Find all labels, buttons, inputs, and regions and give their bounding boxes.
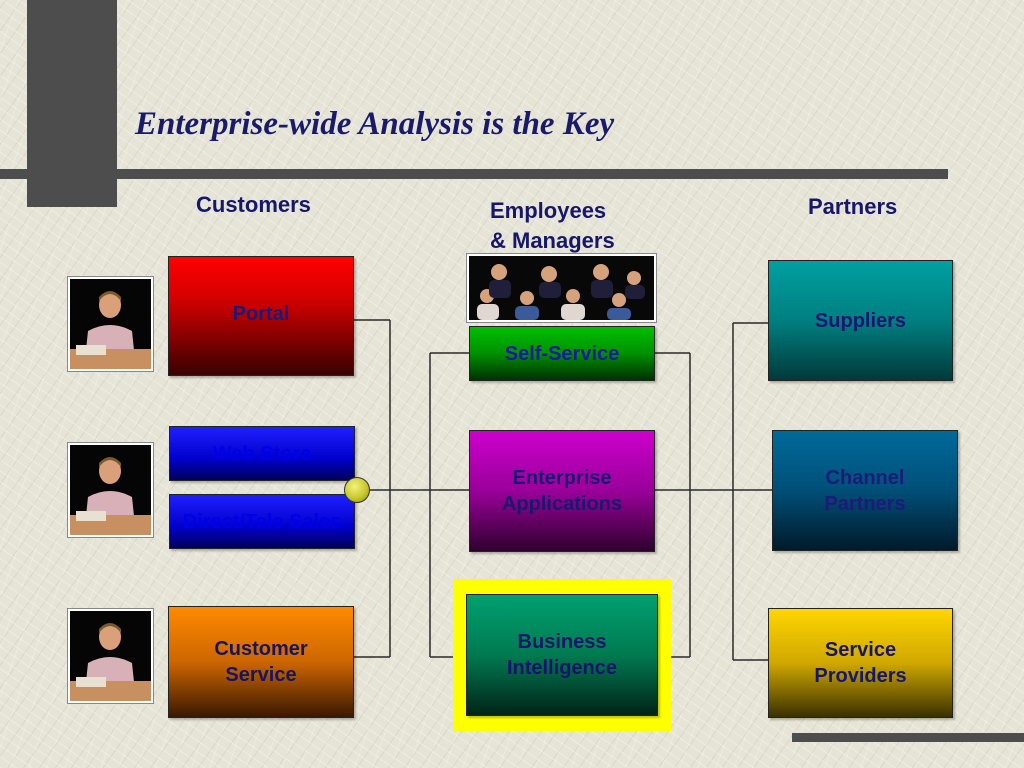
service-providers-line2: Providers [814,665,907,687]
column-heading-employees-line1: Employees [490,198,607,223]
enterprise-applications-label: Enterprise Applications [502,465,622,517]
customer-photo-3 [67,608,154,704]
service-providers-box: Service Providers [768,608,953,718]
business-intelligence-line1: Business [517,631,607,653]
employees-group-photo [466,253,657,323]
channel-partners-label: Channel Partners [824,465,905,517]
enterprise-applications-line1: Enterprise [512,467,612,489]
column-heading-partners: Partners [808,194,898,219]
suppliers-label: Suppliers [814,309,907,332]
column-heading-employees-line2: & Managers [490,228,615,253]
person-at-desk-icon [70,611,151,701]
customer-service-line1: Customer [214,638,308,660]
self-service-box: Self-Service [469,326,655,381]
customer-service-line2: Service [225,664,297,686]
web-store-box: Web Store [169,426,355,481]
channel-partners-line1: Channel [825,467,905,489]
direct-tele-sales-box: Direct/Tele Sales [169,494,355,549]
person-at-desk-icon [70,445,151,535]
footer-rule [792,733,1024,742]
channel-partners-box: Channel Partners [772,430,958,551]
channel-partners-line2: Partners [824,493,906,515]
column-heading-customers: Customers [196,192,311,217]
customer-service-box: Customer Service [168,606,354,718]
business-intelligence-line2: Intelligence [506,657,618,679]
person-at-desk-icon [70,279,151,369]
business-intelligence-box: Business Intelligence [466,594,658,716]
hub-connector [344,477,370,503]
portal-box: Portal [168,256,354,376]
slide-title: Enterprise-wide Analysis is the Key [135,106,615,142]
portal-label: Portal [232,303,290,325]
enterprise-applications-box: Enterprise Applications [469,430,655,552]
enterprise-applications-line2: Applications [501,493,622,515]
self-service-label: Self-Service [504,342,620,365]
web-store-label: Web Store [212,442,312,465]
business-intelligence-label: Business Intelligence [507,629,617,681]
customer-photo-1 [67,276,154,372]
customer-photo-2 [67,442,154,538]
title-rule [0,169,948,179]
service-providers-label: Service Providers [814,637,906,689]
group-of-people-icon [469,256,654,320]
customer-service-label: Customer Service [214,636,307,688]
column-heading-employees: Employees & Managers [490,196,615,256]
service-providers-line1: Service [824,639,897,661]
direct-tele-sales-label: Direct/Tele Sales [182,510,342,533]
suppliers-box: Suppliers [768,260,953,381]
